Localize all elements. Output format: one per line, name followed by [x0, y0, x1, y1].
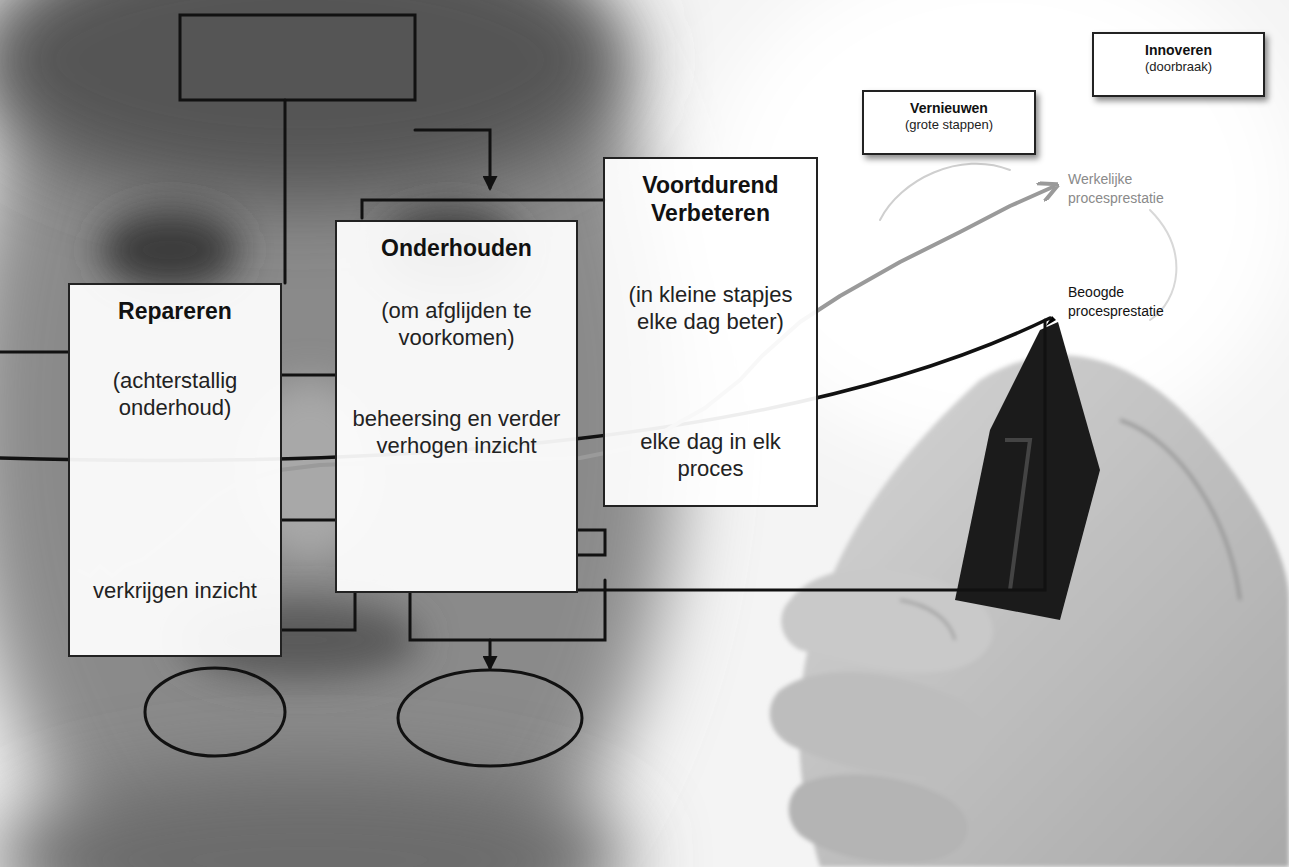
box-text: verkrijgen inzicht [80, 578, 270, 605]
box-text: (achterstallig onderhoud) [80, 368, 270, 422]
stage-box: Repareren (achterstallig onderhoud) verkri… [68, 283, 282, 657]
box-heading: Repareren [80, 297, 270, 325]
box-heading: Innoveren [1102, 41, 1255, 59]
box-text: beheersing en verder verhogen inzicht [347, 406, 566, 460]
box-text: (om afglijden te voorkomen) [347, 298, 566, 352]
performance-label: Beoogde procesprestatie [1068, 283, 1208, 321]
hand-drawn-flowchart [0, 15, 1176, 766]
box-text: (grote stappen) [872, 117, 1026, 134]
marker-pen [955, 316, 1100, 620]
step-box: Innoveren(doorbraak) [1092, 32, 1265, 97]
box-heading: Vernieuwen [872, 99, 1026, 117]
box-text: (in kleine stapjes elke dag beter) [615, 282, 806, 336]
stage-box: Onderhouden (om afglijden te voorkomen) be… [335, 220, 578, 593]
box-heading: Onderhouden [347, 234, 566, 262]
stage-box: Voortdurend Verbeteren (in kleine stapjes… [603, 157, 818, 507]
box-heading: Voortdurend Verbeteren [615, 171, 806, 227]
performance-label: Werkelijke procesprestatie [1068, 170, 1208, 208]
box-text: (doorbraak) [1102, 59, 1255, 76]
step-box: Vernieuwen(grote stappen) [862, 90, 1036, 155]
box-text: elke dag in elk proces [615, 429, 806, 483]
